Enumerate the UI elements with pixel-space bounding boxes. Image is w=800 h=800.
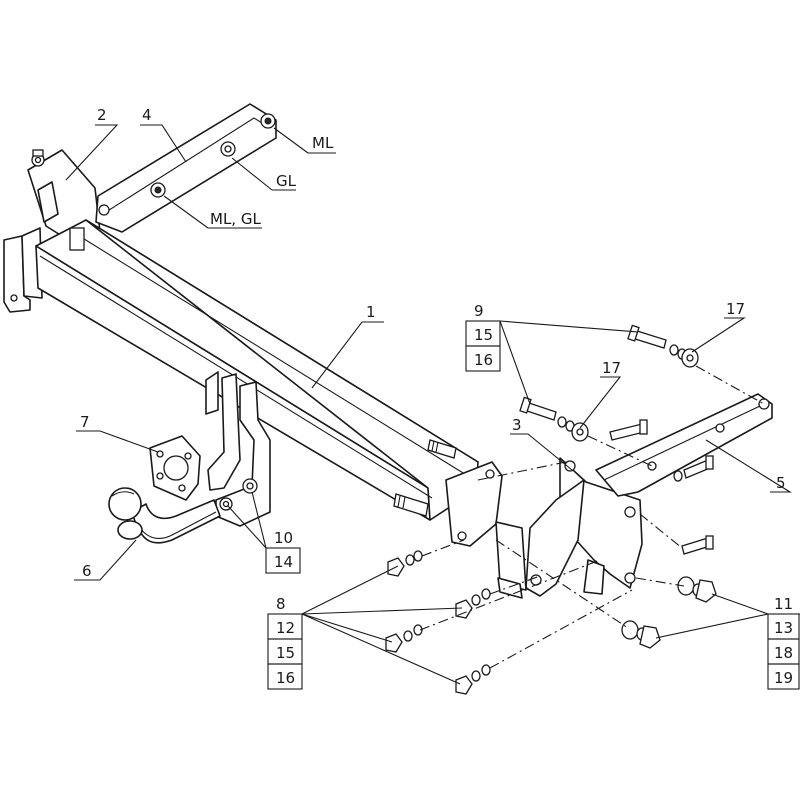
- stack-8-item-0: 8: [276, 595, 286, 613]
- stack-8-item-2: 15: [276, 644, 295, 662]
- callout-stack-9: 9 15 16: [465, 302, 501, 372]
- leader-lines: [65, 124, 792, 685]
- stack-10-item-1: 14: [274, 553, 293, 571]
- stack-11-item-3: 19: [774, 669, 793, 687]
- label-part-3: 3: [512, 416, 522, 434]
- beam-end-plate: [445, 461, 503, 547]
- right-arm-plate: [595, 393, 773, 497]
- stack-11-item-1: 13: [774, 619, 793, 637]
- stack-11-item-0: 11: [774, 595, 793, 613]
- label-part-5: 5: [776, 474, 786, 492]
- stack-8-item-1: 12: [276, 619, 295, 637]
- label-part-4: 4: [142, 106, 152, 124]
- label-part-17-upper: 17: [726, 300, 745, 318]
- label-part-1: 1: [366, 303, 376, 321]
- left-side-clamp: [3, 227, 43, 313]
- nut-set-right: [621, 535, 717, 649]
- left-plate: [95, 103, 277, 233]
- callout-labels: 2 4 ML GL ML, GL 1 7 6 3 5 17 17: [80, 106, 786, 580]
- right-bracket: [495, 457, 643, 599]
- stack-8-item-3: 16: [276, 669, 295, 687]
- stack-9-item-1: 15: [474, 326, 493, 344]
- label-part-7: 7: [80, 413, 90, 431]
- assembly-centerlines: [419, 365, 765, 669]
- callout-stack-8: 8 12 15 16: [267, 595, 303, 690]
- stack-11-item-2: 18: [774, 644, 793, 662]
- label-part-2: 2: [97, 106, 107, 124]
- label-part-17-lower: 17: [602, 359, 621, 377]
- nut-set-left: [385, 550, 491, 695]
- label-ml: ML: [312, 134, 334, 152]
- socket-plate: [149, 435, 201, 501]
- callout-stack-11: 11 13 18 19: [767, 595, 800, 690]
- callout-stack-10: 10 14: [265, 529, 301, 574]
- label-ml-gl: ML, GL: [210, 210, 261, 228]
- tow-ball: [108, 487, 221, 544]
- bolt-set-upper: [519, 324, 714, 482]
- stack-10-item-0: 10: [274, 529, 293, 547]
- ball-mount-hangers: [205, 371, 271, 527]
- stack-9-item-0: 9: [474, 302, 484, 320]
- stack-9-item-2: 16: [474, 351, 493, 369]
- label-part-6: 6: [82, 562, 92, 580]
- label-gl: GL: [276, 172, 297, 190]
- beam-end-bolts: [393, 439, 457, 517]
